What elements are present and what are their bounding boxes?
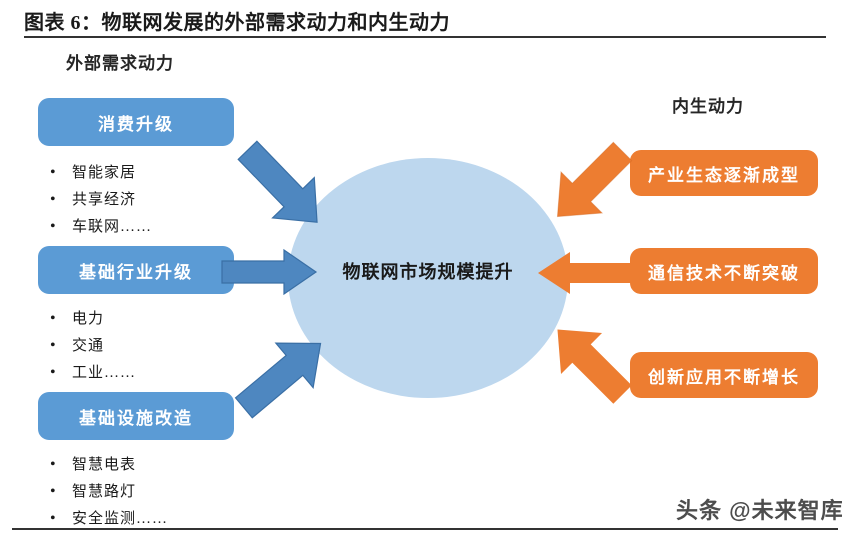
heading-external-demand-drivers: 外部需求动力 <box>66 54 174 73</box>
arrow-ecosystem-to-center-icon <box>538 140 642 228</box>
box-communication-technology-label: 通信技术不断突破 <box>648 263 800 283</box>
title-divider-top <box>24 36 826 38</box>
box-innovative-applications[interactable]: 创新应用不断增长 <box>630 352 818 398</box>
list-consumption-upgrade: 智能家居 共享经济 车联网…… <box>42 159 152 241</box>
box-basic-industry-upgrade-label: 基础行业升级 <box>79 262 193 282</box>
list-item: 交通 <box>42 332 136 360</box>
center-ellipse-label: 物联网市场规模提升 <box>342 262 514 282</box>
watermark: 头条 @未来智库 <box>676 498 844 523</box>
box-infrastructure-renovation-label: 基础设施改造 <box>79 408 193 428</box>
arrow-infrastructure-to-center-icon <box>228 330 338 420</box>
box-industry-ecosystem-label: 产业生态逐渐成型 <box>648 165 800 185</box>
box-communication-technology[interactable]: 通信技术不断突破 <box>630 248 818 294</box>
list-infrastructure-renovation: 智慧电表 智慧路灯 安全监测…… <box>42 451 168 533</box>
list-item: 智能家居 <box>42 159 152 187</box>
list-item: 共享经济 <box>42 186 152 214</box>
box-infrastructure-renovation[interactable]: 基础设施改造 <box>38 392 234 440</box>
figure-divider-bottom <box>12 528 838 530</box>
heading-internal-drivers: 内生动力 <box>672 97 744 116</box>
arrow-comms-to-center-icon <box>536 250 632 296</box>
list-item: 安全监测…… <box>42 505 168 533</box>
arrow-consumption-to-center-icon <box>228 140 338 232</box>
list-basic-industry-upgrade: 电力 交通 工业…… <box>42 305 136 387</box>
box-consumption-upgrade[interactable]: 消费升级 <box>38 98 234 146</box>
page-title: 图表 6：物联网发展的外部需求动力和内生动力 <box>24 12 450 34</box>
list-item: 智慧路灯 <box>42 478 168 506</box>
box-industry-ecosystem[interactable]: 产业生态逐渐成型 <box>630 150 818 196</box>
list-item: 车联网…… <box>42 213 152 241</box>
arrow-innovation-to-center-icon <box>538 318 642 406</box>
box-innovative-applications-label: 创新应用不断增长 <box>648 367 800 387</box>
box-basic-industry-upgrade[interactable]: 基础行业升级 <box>38 246 234 294</box>
center-ellipse <box>288 158 568 398</box>
list-item: 工业…… <box>42 359 136 387</box>
box-consumption-upgrade-label: 消费升级 <box>98 114 174 134</box>
list-item: 电力 <box>42 305 136 333</box>
list-item: 智慧电表 <box>42 451 168 479</box>
arrow-industry-to-center-icon <box>221 248 318 296</box>
